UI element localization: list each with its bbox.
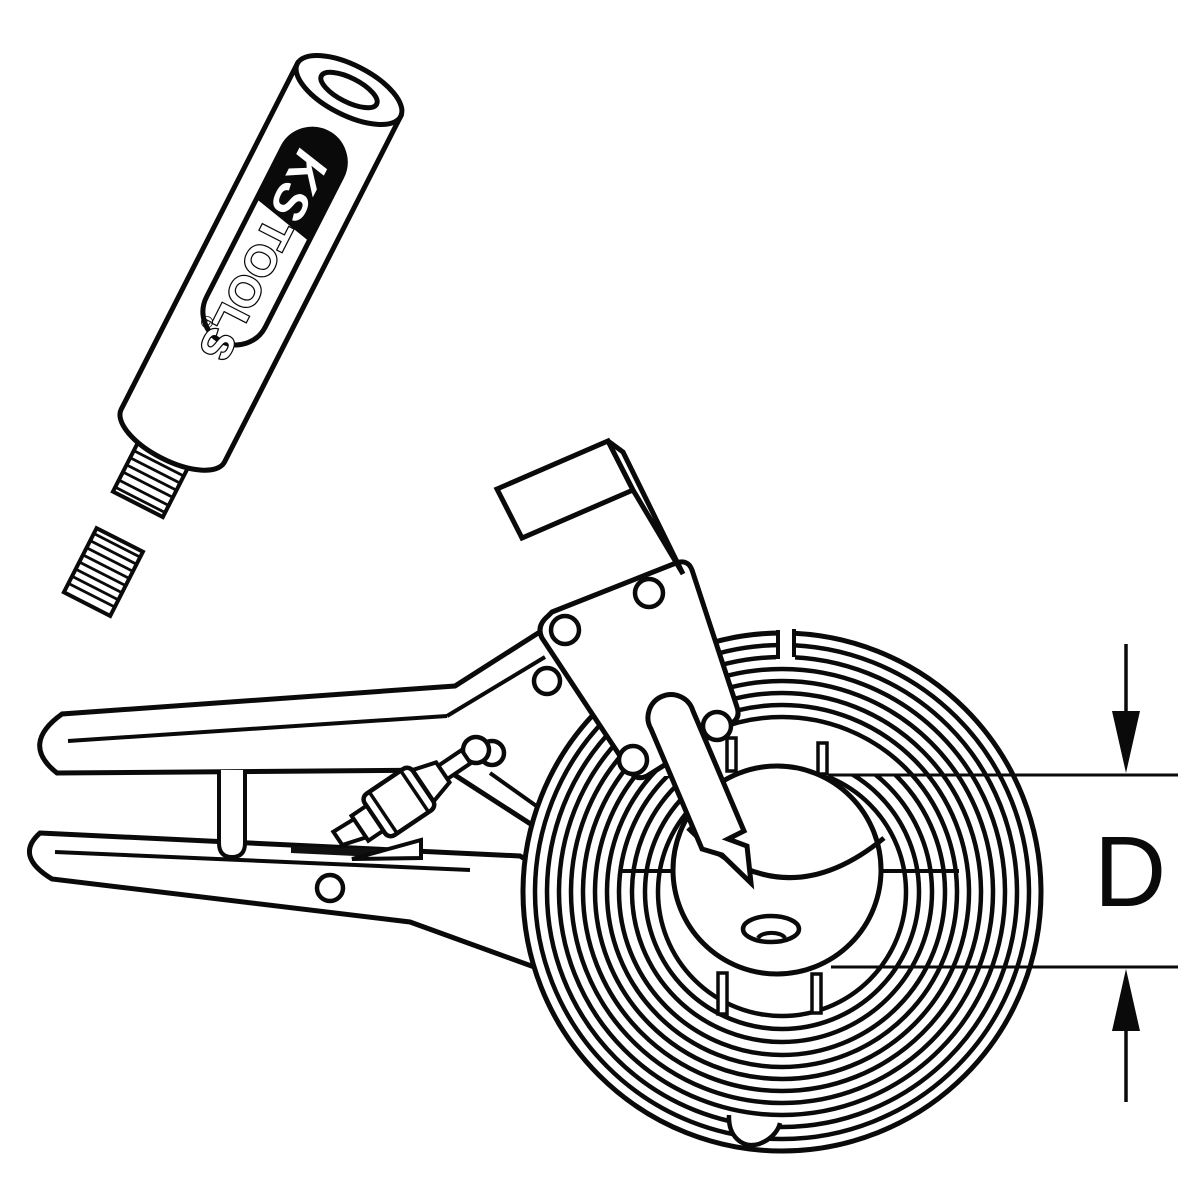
center-hole [740, 913, 802, 945]
dimension-label: D [1094, 816, 1166, 928]
dimension-annotation: D [828, 644, 1178, 1102]
rivet [700, 709, 734, 743]
anvil-wedge [351, 837, 423, 861]
rivet [616, 743, 650, 777]
lower-handle [27, 830, 563, 976]
arrow-down-icon [1112, 711, 1140, 773]
rivet [632, 576, 666, 610]
logo-ks-box [256, 129, 346, 242]
channel-ticks [716, 736, 829, 1016]
upper-handle [37, 618, 613, 846]
inner-windings [616, 776, 948, 1058]
handle-cylinder: KS TOOLS ® [61, 53, 405, 619]
threaded-rod-lower [61, 525, 146, 619]
stop-post [217, 770, 247, 860]
cylinder-bore [318, 69, 380, 111]
pivot-pin [531, 665, 563, 697]
spring-end-slit [776, 629, 796, 660]
arrow-up-icon [1112, 969, 1140, 1031]
stripping-blade [645, 692, 755, 890]
clamp-block [493, 437, 686, 576]
spring-end-tab [726, 1114, 783, 1148]
handle-hole [314, 872, 346, 904]
rivet [548, 613, 582, 647]
adjustment-screw [330, 734, 492, 848]
